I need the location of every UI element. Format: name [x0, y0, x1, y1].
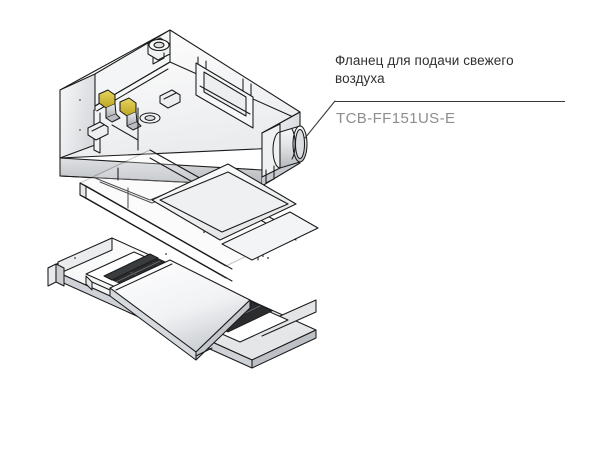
callout-leader-line: [304, 100, 336, 139]
callout-underline-rule: [335, 101, 565, 102]
callout-label: Фланец для подачи свежего воздуха: [335, 53, 514, 86]
drain-pump-fitting: [147, 37, 171, 65]
sensor-clip-b: [87, 121, 109, 141]
drain-port: [139, 112, 161, 124]
hanger-bracket: [47, 263, 65, 287]
sensor-clip-a: [159, 89, 181, 109]
callout-model-code: TCB-FF151US-E: [336, 110, 456, 127]
filter-frame-assembly: [79, 149, 319, 282]
fresh-air-flange: [261, 123, 308, 184]
callout-text-block: Фланец для подачи свежего воздуха: [335, 52, 580, 88]
air-deflector-vane: [85, 259, 251, 361]
control-box-plate: [195, 62, 254, 129]
